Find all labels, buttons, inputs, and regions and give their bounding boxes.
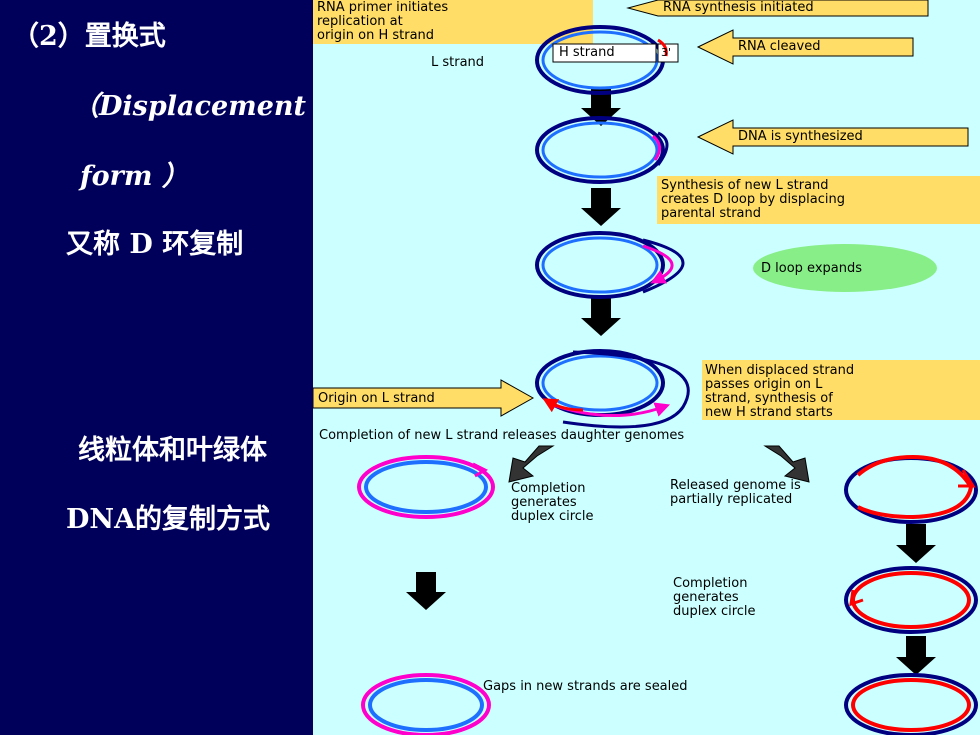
- d-loop-bubble: [753, 244, 937, 292]
- diagonal-arrow-left: [508, 445, 555, 483]
- step-arrow-right-1: [896, 524, 936, 563]
- step-arrow-right-2: [896, 636, 936, 675]
- circle-step-2: [535, 116, 669, 184]
- circle-right-partial: [844, 454, 978, 524]
- circle-right-sealed: [844, 673, 978, 735]
- gaps-sealed-label: Gaps in new strands are sealed: [483, 679, 688, 694]
- synth-new-l-box: [657, 176, 980, 224]
- dna-synth-label: DNA is synthesized: [738, 129, 863, 144]
- slide-note-line2: DNA的复制方式: [66, 504, 271, 535]
- rna-cleaved-label: RNA cleaved: [738, 39, 821, 54]
- step-arrow-3: [581, 296, 621, 336]
- rna-synthesis-arrow: [626, 0, 929, 17]
- circle-right-duplex: [844, 566, 978, 634]
- d-loop-label: D loop expands: [761, 261, 862, 276]
- rna-cleaved-arrow: [696, 29, 914, 65]
- synth-new-l-label: Synthesis of new L strand creates D loop…: [661, 178, 846, 221]
- left-panel: （2）置换式 （Displacement form ） 又称 D 环复制 线粒体…: [0, 0, 313, 735]
- when-displaced-label: When displaced strand passes origin on L…: [705, 363, 855, 420]
- diagonal-arrow-right: [763, 445, 810, 483]
- step-arrow-left: [406, 572, 446, 610]
- rna-primer-label: RNA primer initiates replication at orig…: [317, 0, 449, 43]
- completion-duplex-2-label: Completion generates duplex circle: [673, 576, 756, 619]
- replication-diagram: [313, 0, 980, 735]
- slide-alt-name: 又称 D 环复制: [66, 229, 244, 260]
- released-partial-label: Released genome is partially replicated: [670, 478, 801, 507]
- circle-left-duplex: [357, 455, 495, 519]
- origin-l-arrow: [313, 379, 535, 417]
- slide-heading: （2）置换式: [12, 21, 166, 52]
- diagram-panel: RNA primer initiates replication at orig…: [313, 0, 980, 735]
- circle-step-3: [535, 231, 685, 299]
- l-strand-label: L strand: [431, 55, 485, 70]
- completion-duplex-label: Completion generates duplex circle: [511, 481, 594, 524]
- when-displaced-box: [702, 360, 980, 420]
- dna-synth-arrow: [696, 119, 969, 155]
- step-arrow-2: [581, 188, 621, 226]
- slide-note-line1: 线粒体和叶绿体: [78, 435, 267, 466]
- rna-primer-box: [313, 0, 593, 44]
- circle-step-1: [535, 25, 679, 95]
- completion-release-label: Completion of new L strand releases daug…: [319, 428, 685, 443]
- circle-step-4: [535, 349, 690, 429]
- origin-l-label: Origin on L strand: [318, 391, 435, 406]
- h-strand-label: H strand: [559, 45, 615, 60]
- slide-subheading-1: （Displacement: [72, 91, 306, 122]
- rna-synthesis-label: RNA synthesis initiated: [663, 0, 814, 15]
- slide-subheading-2: form ）: [80, 161, 189, 192]
- circle-left-sealed: [361, 673, 491, 735]
- three-prime-label: 3': [661, 46, 672, 59]
